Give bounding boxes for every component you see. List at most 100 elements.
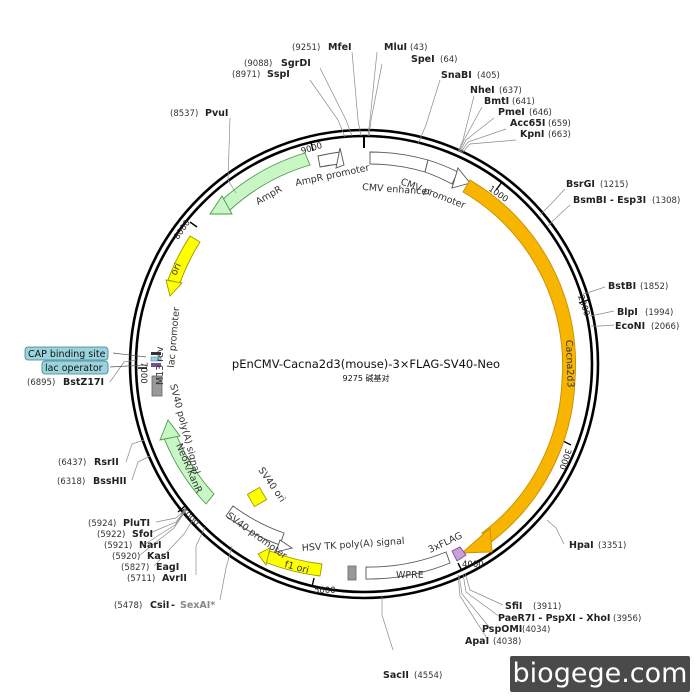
- kpnI-pos: (663): [548, 130, 571, 140]
- paeR7I-name[interactable]: PaeR7I - PspXI - XhoI: [498, 613, 610, 624]
- bsrGI-name[interactable]: BsrGI: [566, 179, 595, 190]
- narI-pos: (5921): [104, 541, 132, 551]
- ecoNI-name[interactable]: EcoNI: [615, 321, 645, 332]
- wpre-feature[interactable]: [365, 551, 451, 580]
- ori-feature[interactable]: [167, 235, 201, 284]
- pmeI-name[interactable]: PmeI: [498, 107, 525, 118]
- tick-label-4000: 4000: [462, 560, 484, 570]
- paeR7I-pos: (3956): [613, 614, 641, 624]
- sgrDI-name[interactable]: SgrDI: [281, 58, 311, 69]
- watermark-logo: biogege.com: [510, 656, 690, 692]
- m13-rev-label: M13 rev: [155, 346, 166, 385]
- position-ticks: [138, 141, 589, 588]
- sv40-polya-feature[interactable]: [151, 375, 163, 397]
- f1-ori-arrowhead: [257, 547, 271, 567]
- pluTI-name[interactable]: PluTI: [123, 518, 150, 529]
- snaBI-pos: (405): [477, 71, 500, 81]
- mluI-name[interactable]: MluI: [384, 42, 407, 53]
- sgrDI-pos: (9088): [244, 59, 272, 69]
- blpI-pos: (1994): [645, 308, 673, 318]
- pvuI-pos: (8537): [170, 109, 198, 119]
- bssHII-name[interactable]: BssHII: [93, 476, 127, 487]
- lac-operator-feature[interactable]: [151, 363, 161, 367]
- pvuI-name[interactable]: PvuI: [205, 108, 228, 119]
- rsrII-name[interactable]: RsrII: [94, 457, 119, 468]
- sfiI-name[interactable]: SfiI: [505, 601, 522, 612]
- sexAI-name[interactable]: SexAI*: [180, 600, 215, 611]
- cap-binding-site-label: CAP binding site: [28, 349, 106, 360]
- pmeI-pos: (646): [529, 108, 552, 118]
- sacII-pos: (4554): [414, 671, 442, 681]
- cmv-enhancer-label: CMV enhancer: [362, 182, 432, 198]
- apaI-pos: (4038): [493, 637, 521, 647]
- kasI-name[interactable]: KasI: [147, 551, 170, 562]
- bmtI-name[interactable]: BmtI: [484, 96, 509, 107]
- lac-promoter-label: lac promoter: [166, 307, 182, 369]
- blpI-name[interactable]: BlpI: [617, 307, 638, 318]
- sv40-ori-feature[interactable]: [246, 486, 268, 508]
- bmtI-pos: (641): [512, 97, 535, 107]
- bsmBI-pos: (1308): [652, 196, 680, 206]
- hpaI-name[interactable]: HpaI: [569, 540, 594, 551]
- csiI-pos: (5478): [114, 601, 142, 611]
- cmv-enhancer-feature[interactable]: [369, 151, 429, 173]
- flag-feature[interactable]: [451, 546, 467, 562]
- hsv-tk-polya-feature[interactable]: [347, 565, 357, 581]
- neor-kanr-arrowhead: [159, 419, 181, 441]
- sv40-promoter-feature[interactable]: [225, 505, 285, 546]
- sspI-name[interactable]: SspI: [267, 69, 290, 80]
- nheI-pos: (637): [499, 86, 522, 96]
- narI-name[interactable]: NarI: [139, 540, 162, 551]
- wpre-label: WPRE: [396, 570, 424, 581]
- restriction-sites: (9251) MfeI MluI (43) SpeI (64) (9088) S…: [27, 42, 680, 681]
- eagI-pos: (5827): [121, 563, 149, 573]
- pspOMI-name[interactable]: PspOMI: [482, 624, 522, 635]
- hsv-tk-polya-label: HSV TK poly(A) signal: [301, 536, 404, 554]
- sv40-promoter-arrowhead: [275, 539, 294, 553]
- backbone-outer-ring: [128, 128, 600, 600]
- csiI-name[interactable]: CsiI: [150, 600, 169, 611]
- bsrGI-pos: (1215): [600, 180, 628, 190]
- sfiI-pos: (3911): [533, 602, 561, 612]
- mluI-pos: (43): [410, 43, 427, 53]
- apaI-name[interactable]: ApaI: [465, 636, 489, 647]
- pspOMI-pos: (4034): [522, 625, 550, 635]
- kasI-pos: (5920): [112, 552, 140, 562]
- snaBI-name[interactable]: SnaBI: [441, 70, 472, 81]
- bsmBI-name[interactable]: BsmBI - Esp3I: [573, 195, 646, 206]
- csiI-separator: -: [171, 600, 175, 611]
- acc65I-pos: (659): [548, 119, 571, 129]
- sfoI-name[interactable]: SfoI: [132, 529, 153, 540]
- bstBI-name[interactable]: BstBI: [608, 281, 636, 292]
- cmv-promoter-arrowhead: [451, 167, 471, 189]
- sacII-name[interactable]: SacII: [383, 670, 409, 681]
- ecoNI-pos: (2066): [651, 322, 679, 332]
- avrII-pos: (5711): [127, 574, 155, 584]
- eagI-name[interactable]: EagI: [156, 562, 179, 573]
- acc65I-name[interactable]: Acc65I: [510, 118, 545, 129]
- plasmid-title: pEnCMV-Cacna2d3(mouse)-3×FLAG-SV40-Neo: [232, 357, 500, 371]
- sfoI-pos: (5922): [97, 530, 125, 540]
- lac-operator-label: lac operator: [45, 363, 103, 374]
- speI-name[interactable]: SpeI: [411, 54, 435, 65]
- nheI-name[interactable]: NheI: [470, 85, 495, 96]
- tick-label-5000: 5000: [314, 586, 336, 596]
- bssHII-pos: (6318): [57, 477, 85, 487]
- rsrII-pos: (6437): [58, 458, 86, 468]
- cacna2d3-label: Cacna2d3: [563, 340, 576, 388]
- cmv-promoter-feature[interactable]: [424, 159, 459, 185]
- bstZ17I-pos: (6895): [27, 378, 55, 388]
- cap-binding-site-callout[interactable]: [24, 346, 109, 361]
- lac-operator-callout[interactable]: [41, 360, 109, 375]
- plasmid-length: 9275 碱基对: [343, 373, 390, 383]
- ori-label: ori: [169, 261, 184, 277]
- mfeI-pos: (9251): [292, 43, 320, 53]
- m13-rev-feature[interactable]: [151, 352, 161, 355]
- cacna2d3-feature[interactable]: [462, 179, 577, 544]
- mfeI-name[interactable]: MfeI: [328, 42, 352, 53]
- cap-binding-site-feature[interactable]: [150, 356, 162, 362]
- kpnI-name[interactable]: KpnI: [520, 129, 544, 140]
- avrII-name[interactable]: AvrII: [162, 573, 187, 584]
- bstZ17I-name[interactable]: BstZ17I: [63, 377, 104, 388]
